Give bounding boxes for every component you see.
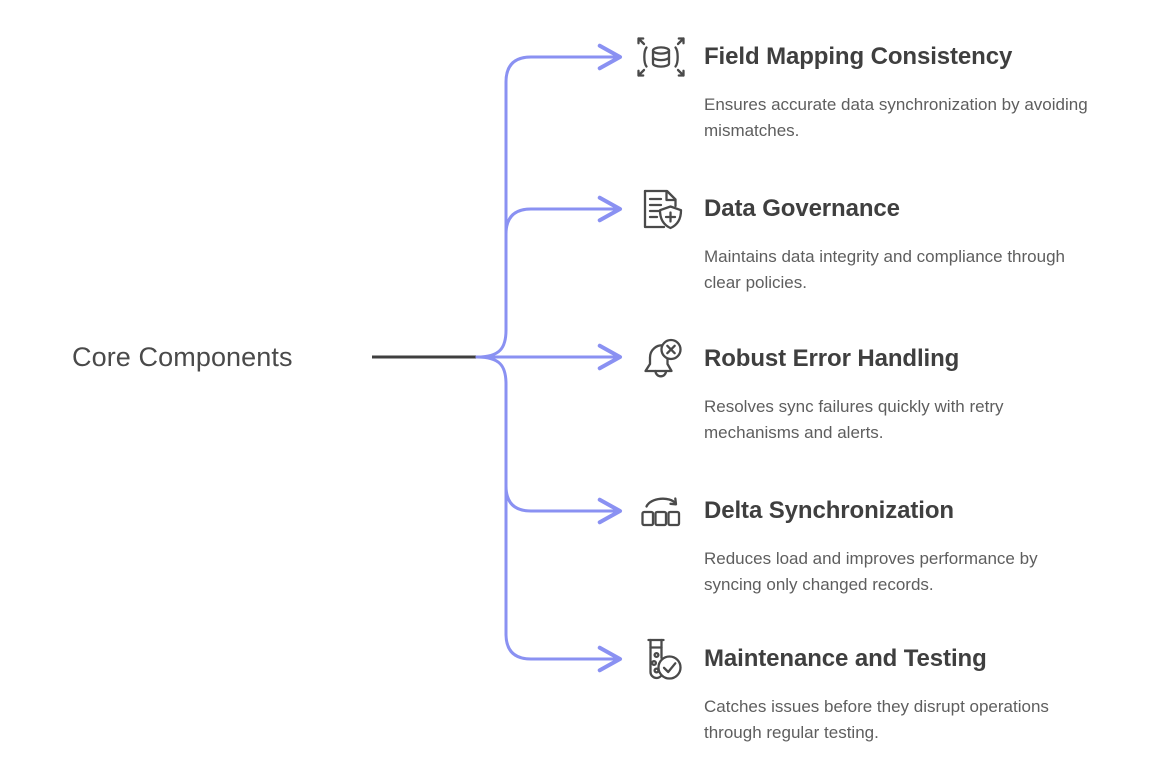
branch-title: Robust Error Handling bbox=[704, 345, 960, 372]
document-shield-plus-icon bbox=[632, 180, 690, 238]
test-tube-check-icon bbox=[632, 630, 690, 688]
branch-title: Maintenance and Testing bbox=[704, 645, 987, 672]
blocks-sync-arrow-icon bbox=[632, 482, 690, 540]
branch-item-data-governance[interactable]: Data Governance Maintains data integrity… bbox=[632, 180, 1102, 296]
branch-title: Data Governance bbox=[704, 195, 900, 222]
database-expand-icon bbox=[632, 28, 690, 86]
branch-description: Ensures accurate data synchronization by… bbox=[704, 95, 1088, 140]
branch-connector-4 bbox=[475, 355, 623, 525]
branch-item-maintenance-and-testing[interactable]: Maintenance and Testing Catches issues b… bbox=[632, 630, 1102, 746]
branch-item-field-mapping-consistency[interactable]: Field Mapping Consistency Ensures accura… bbox=[632, 28, 1102, 144]
root-node[interactable]: Core Components bbox=[72, 335, 293, 379]
bell-error-icon bbox=[632, 330, 690, 388]
branch-title: Field Mapping Consistency bbox=[704, 43, 1013, 70]
branch-connector-1 bbox=[475, 43, 623, 359]
branch-title: Delta Synchronization bbox=[704, 497, 954, 524]
branch-item-robust-error-handling[interactable]: Robust Error Handling Resolves sync fail… bbox=[632, 330, 1102, 446]
branch-item-delta-synchronization[interactable]: Delta Synchronization Reduces load and i… bbox=[632, 482, 1102, 598]
branch-description: Maintains data integrity and compliance … bbox=[704, 247, 1065, 292]
branch-description: Resolves sync failures quickly with retr… bbox=[704, 397, 1004, 442]
root-node-label: Core Components bbox=[72, 341, 293, 372]
branch-connector-5 bbox=[504, 484, 623, 673]
branch-description: Reduces load and improves performance by… bbox=[704, 549, 1038, 594]
branch-description: Catches issues before they disrupt opera… bbox=[704, 697, 1049, 742]
branch-connector-2 bbox=[504, 195, 623, 332]
